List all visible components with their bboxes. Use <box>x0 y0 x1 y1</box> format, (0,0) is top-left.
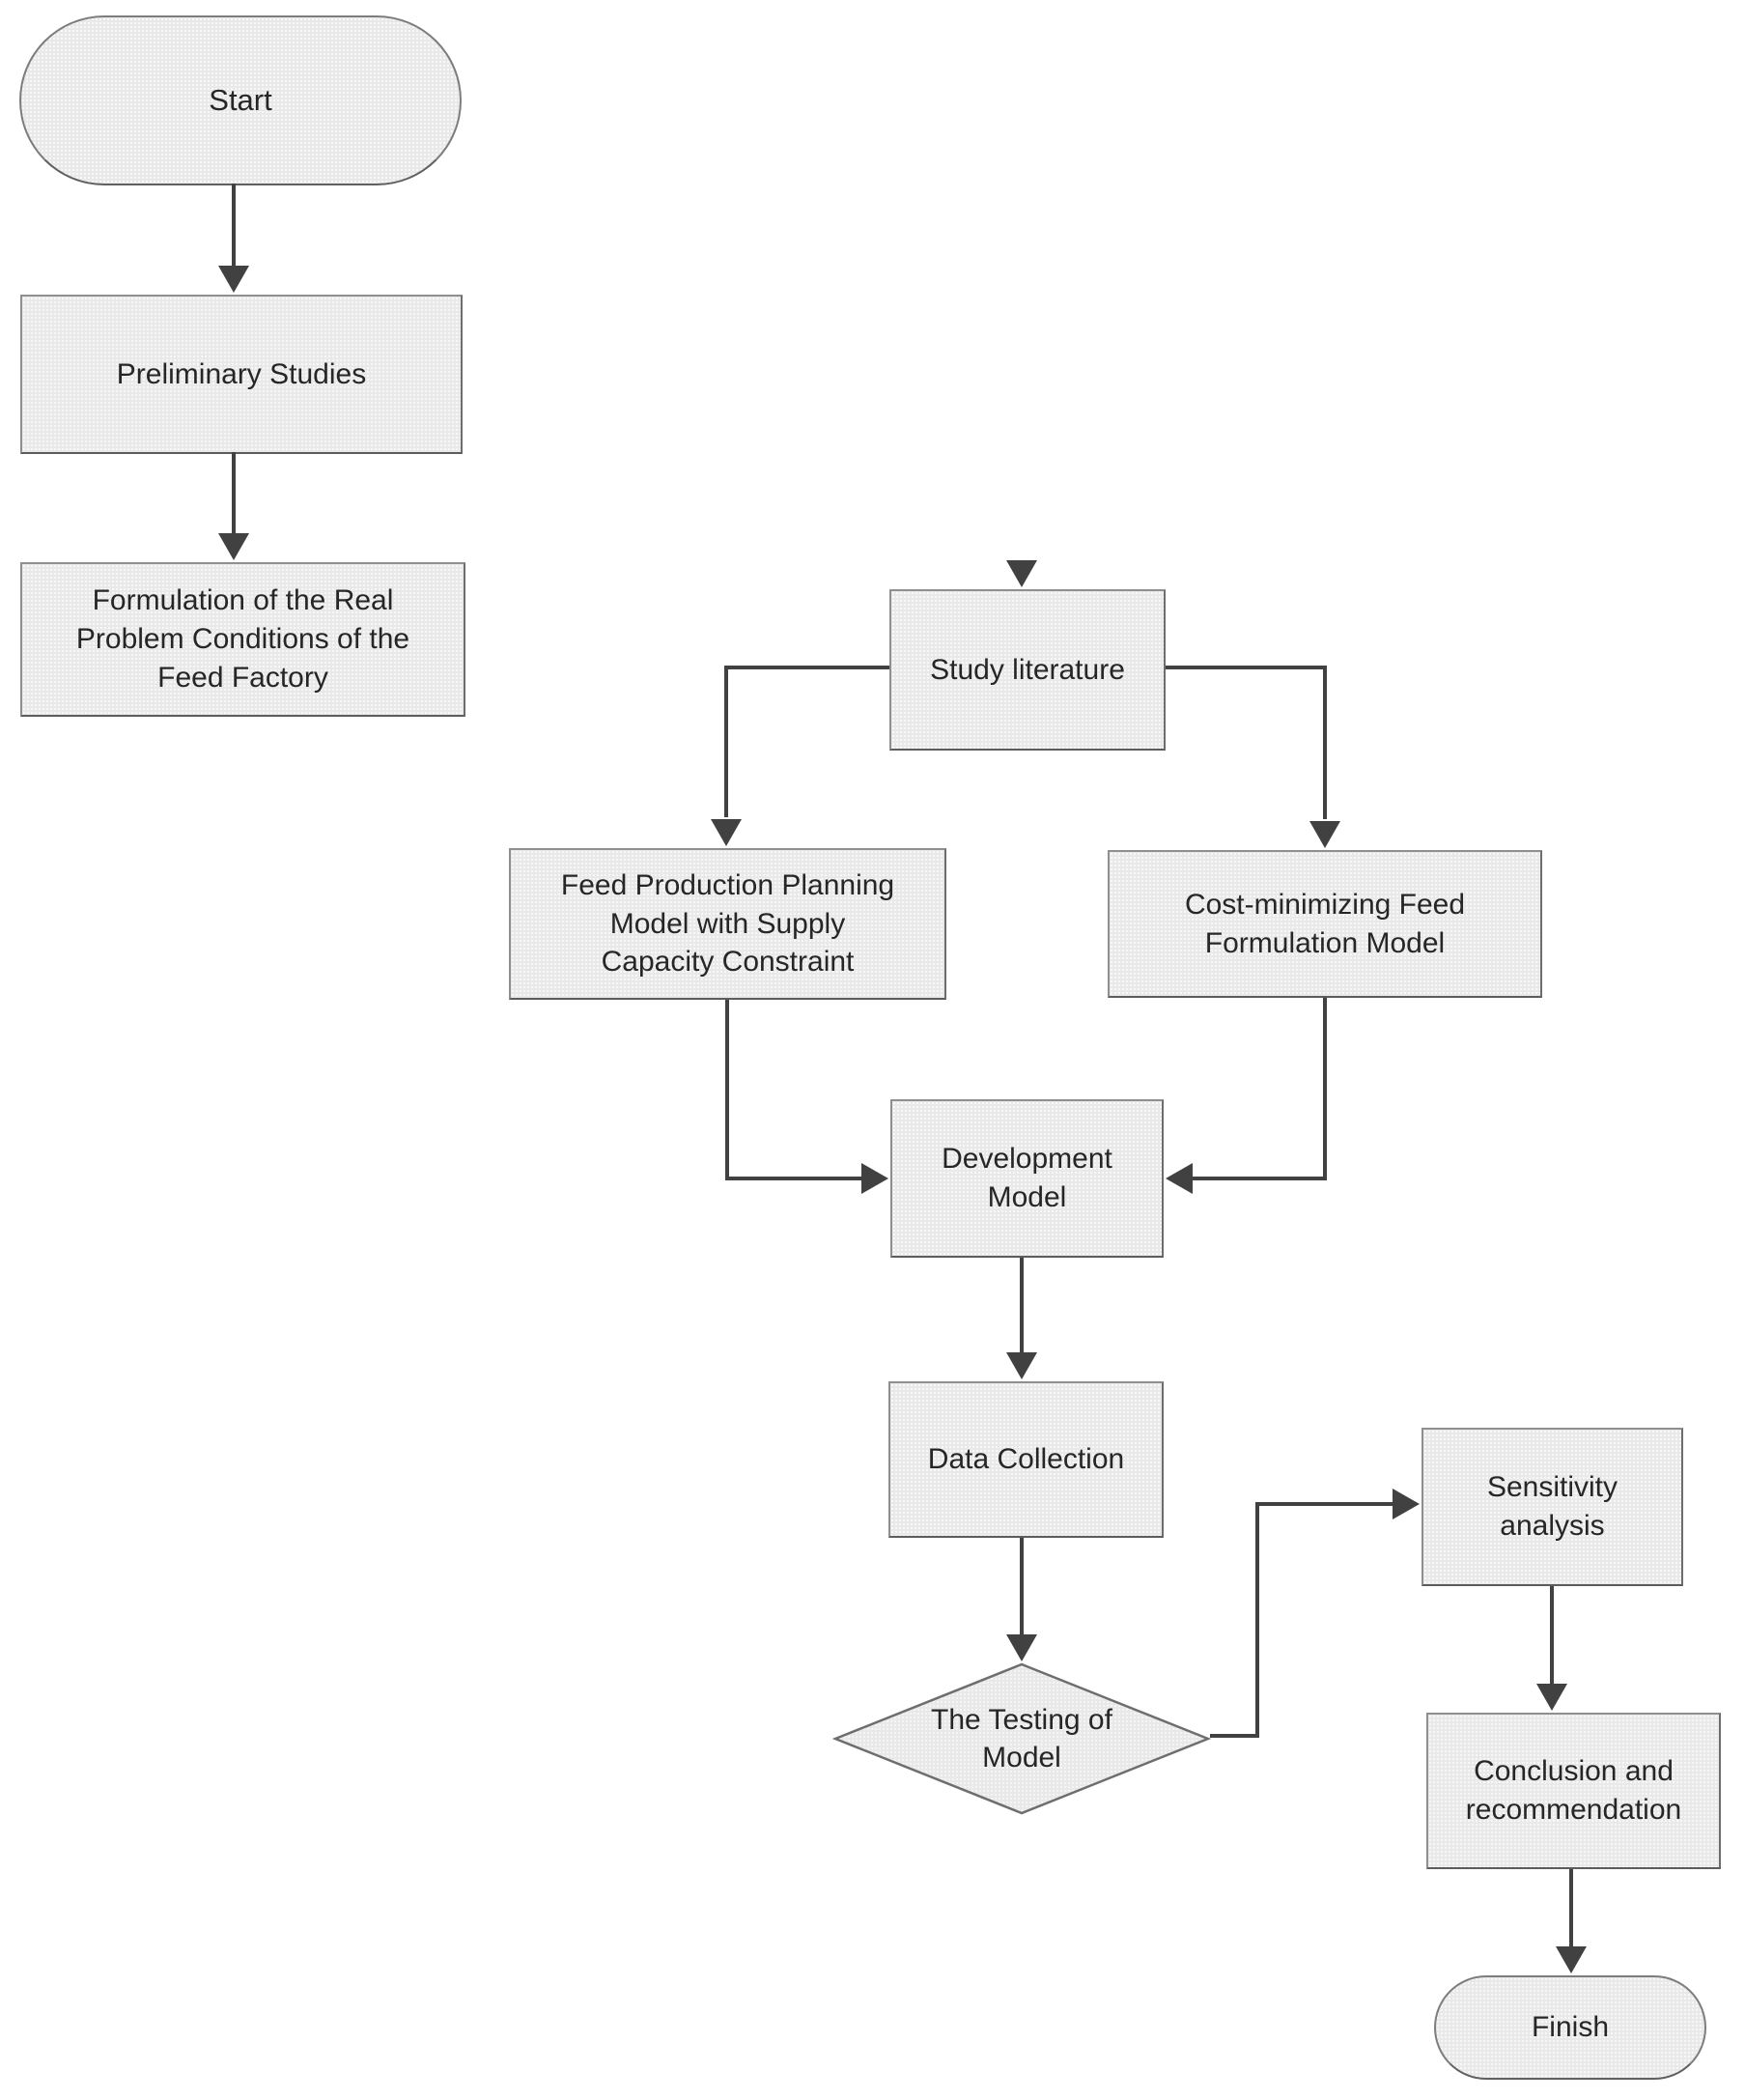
edge-preliminary-formulation-line <box>232 452 236 537</box>
edge-costminimizing-development-arrowhead <box>1166 1163 1193 1194</box>
edge-into-study-literature-arrowhead <box>1006 560 1037 587</box>
edge-conclusion-finish-line <box>1569 1869 1573 1950</box>
edge-feedproduction-development-arrowhead <box>861 1163 888 1194</box>
sensitivity-analysis-box: Sensitivity analysis <box>1421 1428 1683 1586</box>
edge-sensitivity-conclusion-arrowhead <box>1536 1684 1567 1711</box>
edge-study-costminimizing-vline <box>1323 666 1327 819</box>
decision-diamond-shape <box>832 1662 1211 1815</box>
finish-terminator: Finish <box>1434 1975 1706 2080</box>
edge-sensitivity-conclusion-line <box>1550 1586 1554 1687</box>
edge-start-preliminary-line <box>232 184 236 270</box>
edge-testing-sensitivity-arrowhead <box>1393 1489 1420 1519</box>
edge-start-preliminary-arrowhead <box>218 266 249 293</box>
edge-development-datacollection-line <box>1020 1258 1024 1356</box>
edge-study-costminimizing-arrowhead <box>1309 821 1340 848</box>
data-collection-box: Data Collection <box>888 1381 1164 1538</box>
study-literature-box: Study literature <box>889 589 1166 751</box>
edge-testing-sensitivity-hline-1 <box>1210 1734 1259 1738</box>
development-model-box: Development Model <box>890 1099 1164 1258</box>
edge-study-feedproduction-hline <box>726 666 889 669</box>
edge-study-feedproduction-arrowhead <box>711 819 742 846</box>
edge-testing-sensitivity-hline-2 <box>1255 1502 1396 1506</box>
feed-production-planning-box: Feed Production Planning Model with Supp… <box>509 848 946 1000</box>
problem-formulation-box: Formulation of the Real Problem Conditio… <box>20 562 465 717</box>
edge-testing-sensitivity-vline <box>1255 1504 1259 1738</box>
edge-study-feedproduction-vline <box>724 666 728 817</box>
edge-study-costminimizing-hline <box>1166 666 1327 669</box>
edge-costminimizing-development-vline <box>1323 998 1327 1180</box>
conclusion-recommendation-box: Conclusion and recommendation <box>1426 1713 1721 1869</box>
testing-of-model-decision: The Testing of Model <box>832 1662 1211 1815</box>
start-terminator: Start <box>19 15 462 185</box>
cost-minimizing-box: Cost-minimizing Feed Formulation Model <box>1108 850 1542 998</box>
edge-costminimizing-development-hline <box>1191 1177 1327 1180</box>
edge-preliminary-formulation-arrowhead <box>218 533 249 560</box>
edge-datacollection-testing-arrowhead <box>1006 1634 1037 1661</box>
edge-conclusion-finish-arrowhead <box>1556 1946 1587 1973</box>
decision-label: The Testing of Model <box>931 1704 1112 1774</box>
edge-feedproduction-development-vline <box>725 1000 729 1180</box>
preliminary-studies-box: Preliminary Studies <box>20 295 463 454</box>
edge-development-datacollection-arrowhead <box>1006 1352 1037 1379</box>
edge-feedproduction-development-hline <box>725 1177 863 1180</box>
edge-datacollection-testing-line <box>1020 1538 1024 1636</box>
